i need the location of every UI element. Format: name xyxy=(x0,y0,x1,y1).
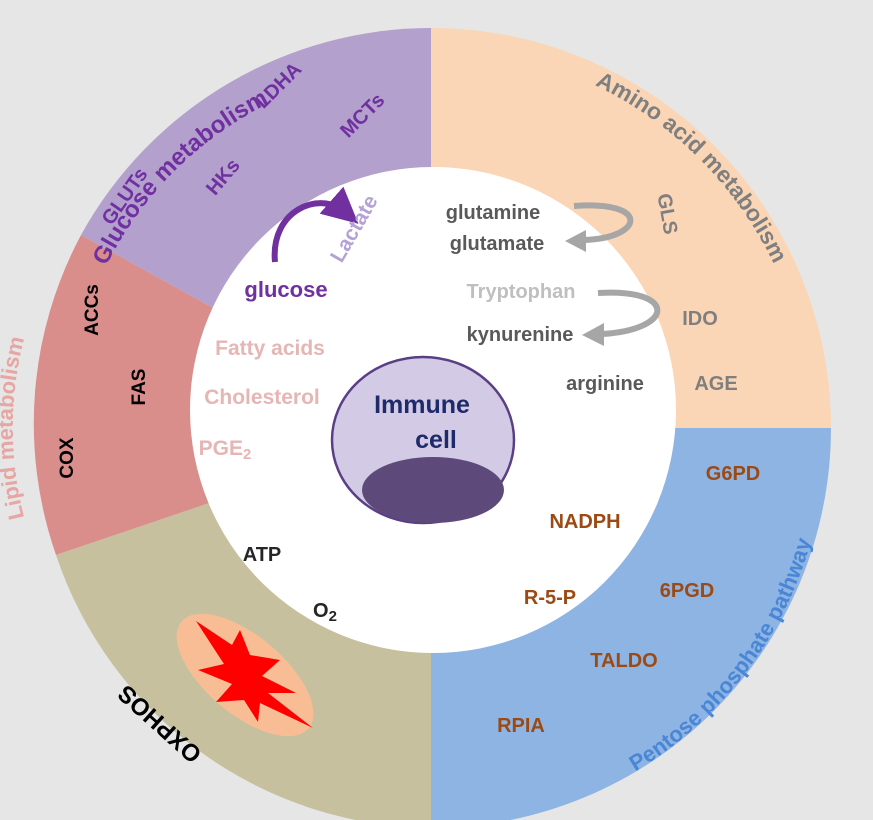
enzyme-fas: FAS xyxy=(129,369,150,406)
metabolite-glutamine: glutamine xyxy=(446,202,540,224)
metabolite-cholesterol: Cholesterol xyxy=(204,386,320,409)
curved-arrow-icon xyxy=(271,186,359,263)
metabolite-pge2: PGE2 xyxy=(199,437,252,463)
cell-label-line2: cell xyxy=(415,426,457,454)
curved-arrow-icon xyxy=(597,289,661,337)
enzyme-accs: ACCs xyxy=(82,284,103,336)
lipid-title: Lipid metabolism xyxy=(0,334,29,522)
cell-label-line1: Immune xyxy=(374,391,470,419)
metabolite-atp: ATP xyxy=(243,544,282,566)
enzyme-6pgd: 6PGD xyxy=(660,580,714,602)
enzyme-age: AGE xyxy=(694,373,737,395)
enzyme-cox: COX xyxy=(57,437,78,479)
nucleus xyxy=(362,457,504,523)
metabolite-kynurenine: kynurenine xyxy=(467,324,574,346)
enzyme-taldo: TALDO xyxy=(590,650,657,672)
metabolite-tryptophan: Tryptophan xyxy=(467,281,576,303)
metabolite-arginine: arginine xyxy=(566,373,644,395)
metabolite-r5p: R-5-P xyxy=(524,587,576,609)
metabolite-glucose: glucose xyxy=(244,277,327,302)
arrow-head xyxy=(582,323,604,346)
arrow-head xyxy=(565,230,586,252)
curved-arrow-icon xyxy=(573,202,634,243)
metabolite-nadph: NADPH xyxy=(549,511,620,533)
mitochondrion-icon xyxy=(176,613,314,737)
enzyme-g6pd: G6PD xyxy=(706,463,760,485)
metabolite-fatty-acids: Fatty acids xyxy=(215,337,325,360)
metabolite-glutamate: glutamate xyxy=(450,233,544,255)
enzyme-rpia: RPIA xyxy=(497,715,545,737)
enzyme-ido: IDO xyxy=(682,308,718,330)
